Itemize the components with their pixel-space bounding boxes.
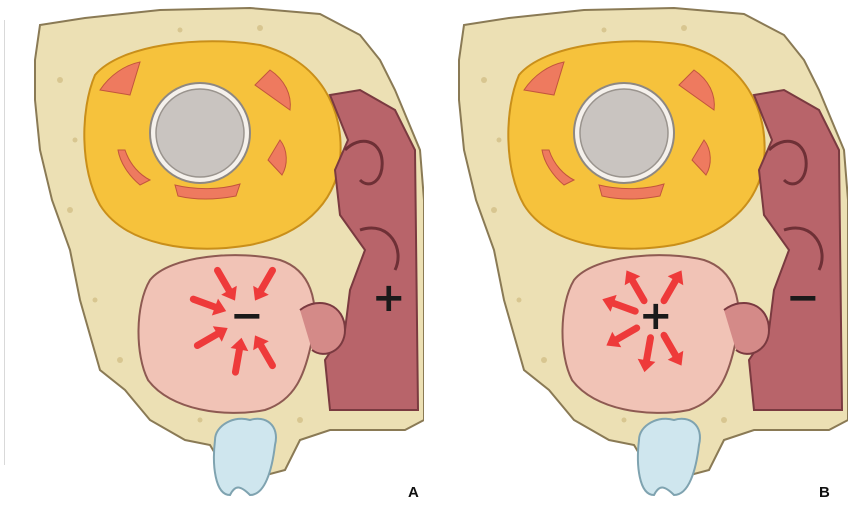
pressure-arrow-shaft: [646, 338, 650, 363]
tooth: [638, 419, 700, 495]
tooth: [214, 419, 276, 495]
panel-b: + − B: [424, 0, 848, 510]
panel-a: − + A: [0, 0, 424, 510]
nasal-pressure-sign: +: [372, 278, 406, 318]
sinus-pressure-sign: −: [230, 296, 264, 336]
panel-label: B: [819, 484, 830, 501]
nasal-pressure-sign: −: [786, 278, 820, 318]
panel-b-illustration: [424, 0, 848, 510]
panel-a-illustration: [0, 0, 424, 510]
sinus-pressure-sign: +: [639, 296, 673, 336]
pressure-arrow-shaft: [235, 348, 239, 373]
eyeball: [150, 83, 250, 183]
eyeball: [574, 83, 674, 183]
panel-label: A: [408, 484, 419, 501]
